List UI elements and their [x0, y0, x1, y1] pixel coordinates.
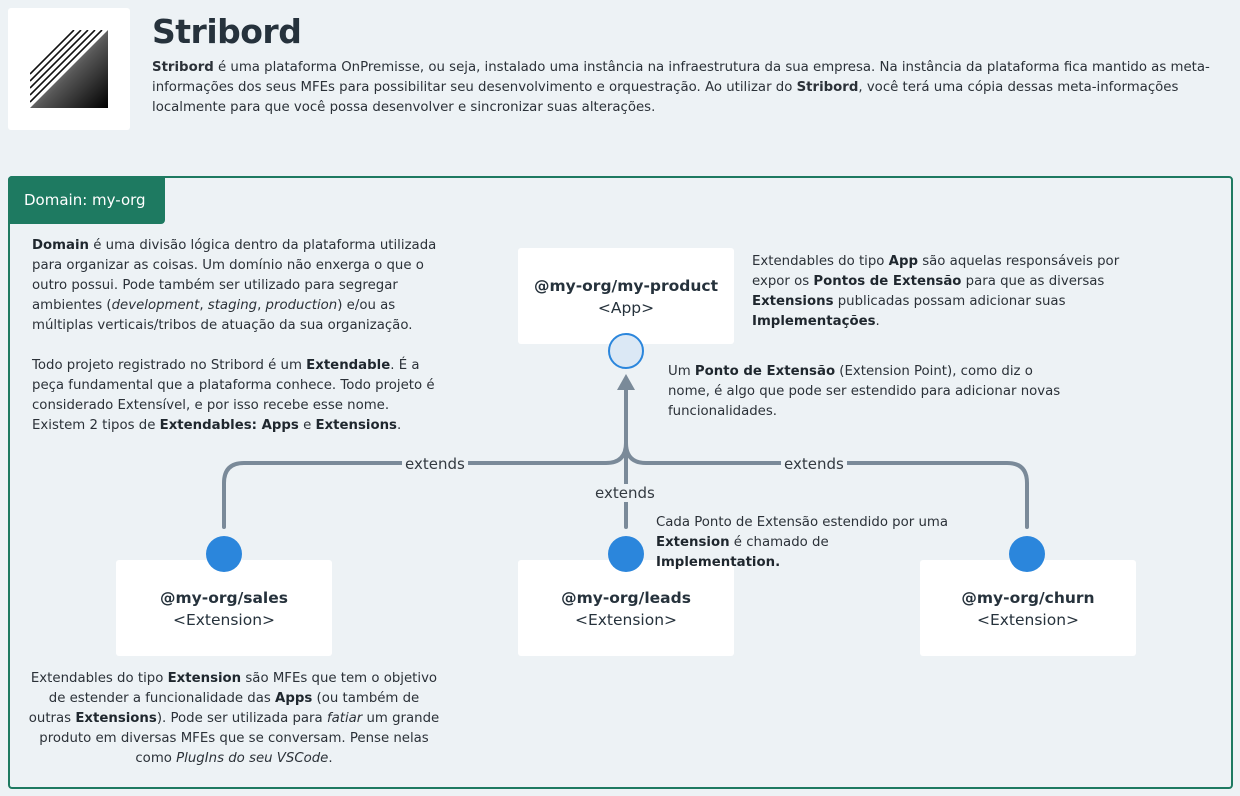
app-node-name: @my-org/my-product [533, 277, 719, 295]
arrow-head-icon [617, 374, 635, 390]
stribord-logo-icon [30, 30, 108, 108]
extension-point-icon [608, 333, 644, 369]
leads-node-type: <Extension> [574, 611, 678, 629]
churn-node[interactable]: @my-org/churn <Extension> [920, 560, 1136, 656]
app-node[interactable]: @my-org/my-product <App> [518, 248, 734, 344]
sales-port-icon [206, 536, 242, 572]
leads-port-icon [608, 536, 644, 572]
sales-node-name: @my-org/sales [160, 589, 288, 607]
implementation-note: Cada Ponto de Extensão estendido por uma… [656, 515, 948, 570]
edge-label-center: extends [592, 484, 658, 502]
leads-node-name: @my-org/leads [561, 589, 691, 607]
app-node-type: <App> [597, 299, 655, 317]
app-note: Extendables do tipo App são aquelas resp… [752, 254, 1120, 329]
extendable-description: Todo projeto registrado no Stribord é um… [32, 358, 435, 433]
logo-card [8, 8, 130, 130]
sales-node-type: <Extension> [172, 611, 276, 629]
extension-point-note: Um Ponto de Extensão (Extension Point), … [668, 364, 1061, 419]
extension-note: Extendables do tipo Extension são MFEs q… [28, 671, 440, 766]
domain-description: Domain é uma divisão lógica dentro da pl… [32, 238, 437, 333]
domain-label: Domain: my-org [8, 176, 165, 224]
page-title: Stribord [152, 12, 302, 51]
churn-port-icon [1009, 536, 1045, 572]
intro-text: Stribord é uma plataforma OnPremisse, ou… [152, 60, 1210, 115]
edge-label-left: extends [402, 455, 468, 473]
edge-label-right: extends [781, 455, 847, 473]
leads-node[interactable]: @my-org/leads <Extension> [518, 560, 734, 656]
churn-node-name: @my-org/churn [961, 589, 1095, 607]
sales-node[interactable]: @my-org/sales <Extension> [116, 560, 332, 656]
churn-node-type: <Extension> [976, 611, 1080, 629]
